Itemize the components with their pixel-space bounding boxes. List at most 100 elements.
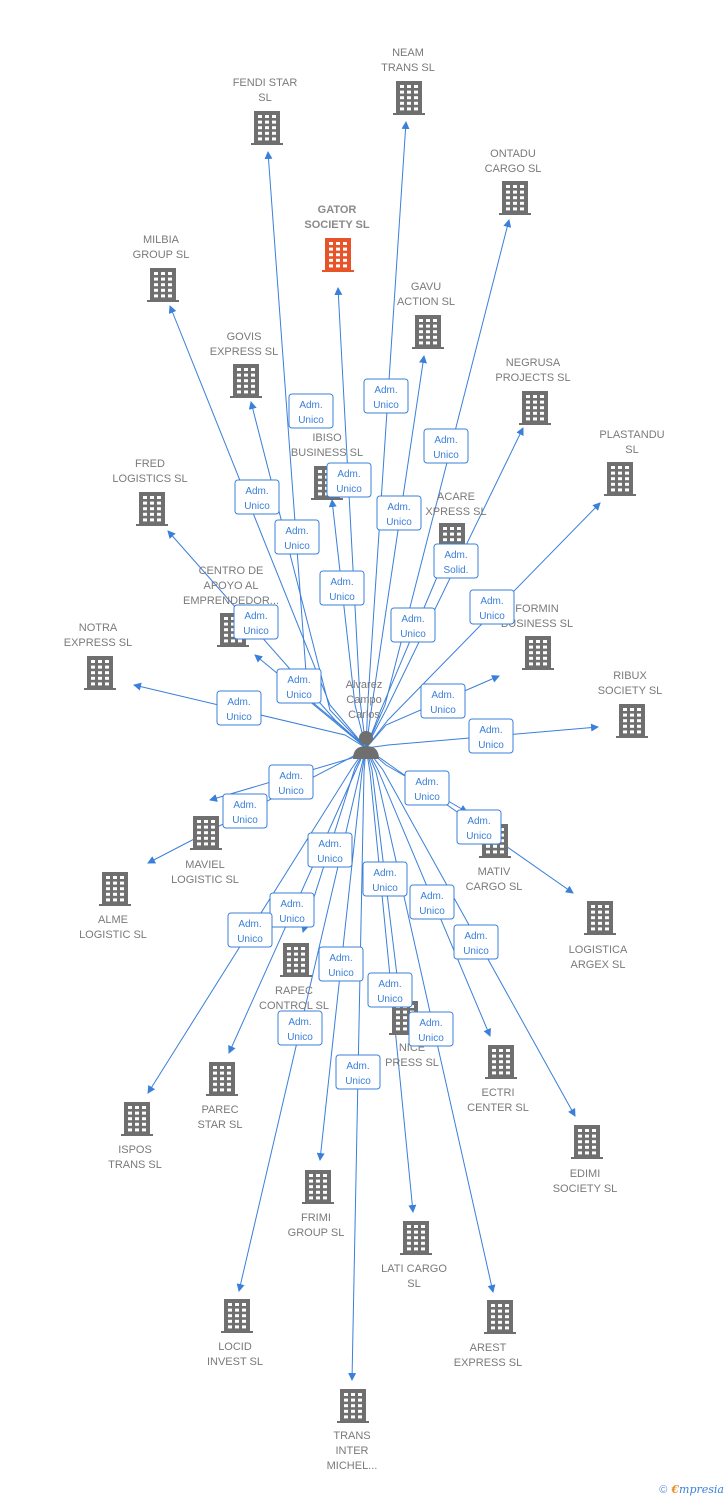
company-label-line: GOVIS — [227, 331, 262, 343]
role-badge-text: Unico — [226, 712, 252, 723]
role-badge-box — [318, 946, 364, 982]
role-badge-neam-trans-sl[interactable]: Adm.Unico — [363, 378, 409, 414]
role-badge-mativ-cargo-sl[interactable]: Adm.Unico — [404, 770, 450, 806]
company-label-line: PRESS SL — [385, 1057, 439, 1069]
company-label-line: GROUP SL — [133, 249, 190, 261]
role-badge-fred-logistics-sl[interactable]: Adm.Unico — [233, 604, 279, 640]
role-badge-text: Unico — [286, 690, 312, 701]
edge-ibiso-business-sl — [328, 499, 367, 749]
company-label-line: BUSINESS SL — [501, 618, 573, 630]
edge-frimi-group-sl — [316, 747, 367, 1161]
edge-locid-invest-sl — [236, 747, 367, 1292]
copyright-icon: © — [659, 1484, 668, 1496]
role-badge-gator-society-sl[interactable]: Adm.Unico — [326, 462, 372, 498]
role-badge-locid-invest-sl[interactable]: Adm.Unico — [277, 1010, 323, 1046]
company-label-line: FENDI STAR — [233, 77, 298, 89]
company-label-line: RAPEC — [275, 985, 313, 997]
edge-logistica-argex-sl — [365, 747, 574, 894]
role-badge-acare-express-sl[interactable]: Adm.Unico — [390, 607, 436, 643]
role-badge-box — [276, 668, 322, 704]
role-badge-ispos-trans-sl[interactable]: Adm.Unico — [227, 912, 273, 948]
role-badge-text: Unico — [377, 994, 403, 1005]
role-badge-notra-express-sl[interactable]: Adm.Unico — [216, 690, 262, 726]
company-label-line: GROUP SL — [288, 1227, 345, 1239]
role-badge-informin-business-sl[interactable]: Adm.Unico — [420, 683, 466, 719]
company-node-trans-inter-michel[interactable]: TRANSINTERMICHEL... — [327, 1389, 378, 1472]
role-badge-box — [376, 495, 422, 531]
role-badge-box — [268, 764, 314, 800]
role-badge-frimi-group-sl[interactable]: Adm.Unico — [318, 946, 364, 982]
role-badge-milbia-group-sl[interactable]: Adm.Unico — [234, 479, 280, 515]
role-badge-nice-express-sl[interactable]: Adm.Unico — [362, 861, 408, 897]
role-badge-alme-logistic-sl[interactable]: Adm.Unico — [222, 793, 268, 829]
role-badge-parec-star-sl[interactable]: Adm.Unico — [307, 832, 353, 868]
role-badge-lati-cargo-sl[interactable]: Adm.Unico — [367, 972, 413, 1008]
role-badge-text: Solid. — [443, 565, 468, 576]
building-icon — [136, 492, 168, 526]
role-badge-ribux-society-sl[interactable]: Adm.Unico — [468, 718, 514, 754]
building-icon — [499, 181, 531, 215]
role-badge-text: Adm. — [420, 891, 443, 902]
role-badge-gavu-action-sl[interactable]: Adm.Unico — [376, 495, 422, 531]
company-label-line: MICHEL... — [327, 1460, 378, 1472]
role-badge-text: Adm. — [285, 526, 308, 537]
role-badge-centro-de-apoyo[interactable]: Adm. Unico — [276, 668, 322, 704]
role-badge-ectri-center-sl[interactable]: Adm.Unico — [409, 884, 455, 920]
role-badge-box — [468, 718, 514, 754]
role-badge-maviel-logistic-sl[interactable]: Adm.Unico — [268, 764, 314, 800]
role-badge-logistica-argex-sl[interactable]: Adm.Unico — [456, 809, 502, 845]
company-label-line: EXPRESS SL — [64, 637, 132, 649]
role-badge-text: Adm. — [287, 675, 310, 686]
company-label-line: MATIV — [478, 866, 511, 878]
role-badge-text: Adm. — [374, 385, 397, 396]
role-badge-box — [390, 607, 436, 643]
role-badge-plastandu-sl[interactable]: Adm.Unico — [469, 589, 515, 625]
role-badge-edimi-society-sl[interactable]: Adm.Unico — [453, 924, 499, 960]
role-badge-text: Adm. — [387, 502, 410, 513]
role-badge-trans-inter-michel[interactable]: Adm.Unico — [335, 1054, 381, 1090]
edge-arest-express-sl — [365, 747, 496, 1293]
company-label-line: LOCID — [218, 1341, 252, 1353]
role-badge-arest-express-sl[interactable]: Adm.Unico — [408, 1011, 454, 1047]
role-badge-text: Unico — [463, 946, 489, 957]
role-badge-text: Unico — [232, 815, 258, 826]
role-badge-govis-express-sl[interactable]: Adm.Unico — [274, 519, 320, 555]
building-icon — [485, 1045, 517, 1079]
role-badge-negrusa-projects-sl[interactable]: Adm.Solid. — [433, 543, 479, 579]
role-badge-rapec-control-sl[interactable]: Adm.Unico — [269, 892, 315, 928]
company-label-line: TRANS SL — [108, 1159, 162, 1171]
role-badge-box — [319, 570, 365, 606]
person-node[interactable]: Alvarez Campo Carlos — [346, 679, 383, 759]
role-badge-fendi-star-sl[interactable]: Adm.Unico — [288, 393, 334, 429]
role-badge-ontadu-cargo-sl[interactable]: Adm.Unico — [423, 428, 469, 464]
edge-acare-express-sl — [365, 569, 441, 749]
role-badge-ibiso-business-sl[interactable]: Adm.Unico — [319, 570, 365, 606]
company-label-line: FRED — [135, 458, 165, 470]
role-badge-text: Adm. — [373, 868, 396, 879]
